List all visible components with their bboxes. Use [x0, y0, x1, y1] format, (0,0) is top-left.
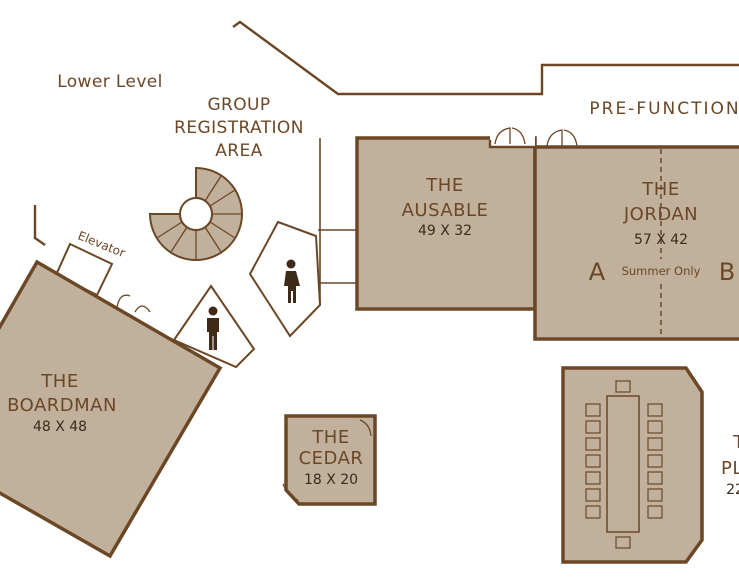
jordan-name-1: THE — [641, 179, 679, 200]
jordan-name-2: JORDAN — [623, 204, 698, 225]
boardman-name-2: BOARDMAN — [7, 395, 117, 416]
boardman-name-1: THE — [40, 371, 78, 392]
prefunction-label: PRE-FUNCTION — [589, 99, 739, 119]
spiral-staircase-icon — [148, 166, 243, 261]
room-cedar[interactable] — [284, 414, 377, 506]
ausable-notch — [488, 140, 535, 149]
ausable-name-1: THE — [425, 175, 463, 196]
door-swing-icon — [490, 127, 578, 147]
registration-line-1: GROUP — [207, 95, 270, 115]
jordan-note: Summer Only — [622, 264, 701, 278]
restroom-women-icon — [284, 259, 300, 303]
platte-name-1: T — [732, 432, 739, 453]
cedar-name-1: THE — [311, 427, 349, 448]
restroom-men-icon — [207, 306, 219, 350]
jordan-divider-mask — [618, 259, 704, 281]
platte-name-2: PL — [721, 458, 739, 479]
registration-line-2: REGISTRATION — [174, 118, 304, 138]
outer-wall-top — [232, 20, 739, 96]
door-swing-icon — [116, 294, 151, 313]
cedar-dimensions: 18 X 20 — [304, 472, 358, 488]
room-ausable[interactable] — [355, 136, 537, 311]
room-jordan[interactable] — [533, 145, 739, 341]
room-boardman[interactable] — [0, 259, 223, 559]
jordan-section-b: B — [719, 258, 735, 286]
jordan-section-a: A — [589, 258, 606, 286]
boardman-dimensions: 48 X 48 — [33, 419, 87, 435]
cedar-name-2: CEDAR — [299, 448, 364, 469]
door-swing-icon — [282, 419, 372, 501]
jordan-dimensions: 57 X 42 — [634, 232, 688, 248]
level-label: Lower Level — [57, 72, 163, 92]
ausable-dimensions: 49 X 32 — [418, 223, 472, 239]
registration-line-3: AREA — [215, 141, 262, 161]
ausable-name-2: AUSABLE — [402, 200, 489, 221]
conference-table — [606, 395, 640, 533]
outer-wall-left — [33, 205, 46, 246]
platte-dimensions: 22 — [726, 482, 739, 498]
conference-chairs — [585, 380, 663, 549]
